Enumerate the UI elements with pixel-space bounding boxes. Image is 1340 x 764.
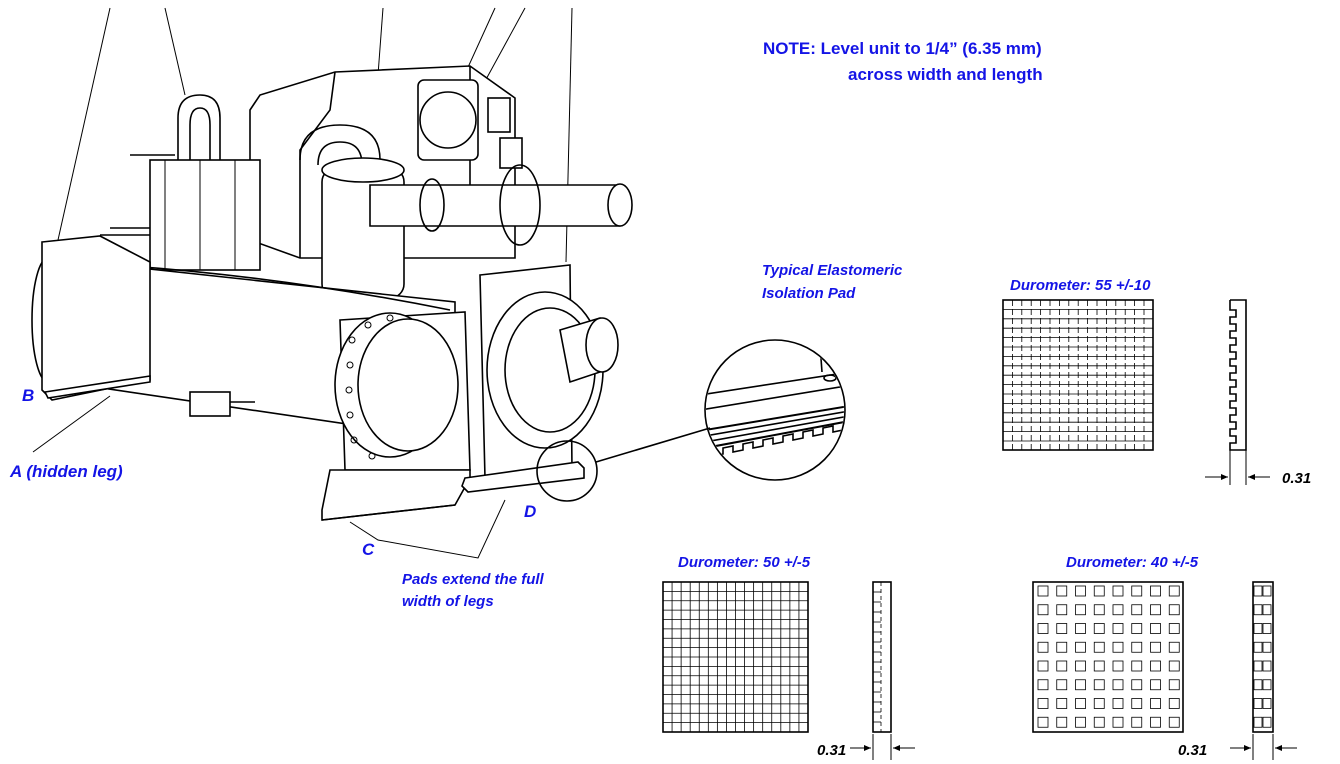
detail-connector xyxy=(595,427,711,463)
note-line-1: NOTE: Level unit to 1/4” (6.35 mm) xyxy=(763,39,1042,58)
pad-40-thickness: 0.31 xyxy=(1178,742,1207,759)
pad-50-thickness: 0.31 xyxy=(817,742,846,759)
pad-40-drawing xyxy=(1032,581,1297,760)
leg-c-label: C xyxy=(362,540,375,559)
leg-b-label: B xyxy=(22,386,34,405)
pad-40-durometer: Durometer: 40 +/-5 xyxy=(1066,554,1199,571)
leg-a-label: A (hidden leg) xyxy=(9,462,123,481)
pad-55-durometer: Durometer: 55 +/-10 xyxy=(1010,277,1151,294)
detail-title-line-2: Isolation Pad xyxy=(762,285,856,302)
pad-55-thickness: 0.31 xyxy=(1282,470,1311,487)
chiller-illustration xyxy=(31,7,633,521)
detail-title-line-1: Typical Elastomeric xyxy=(762,262,903,279)
flange-bolts xyxy=(345,314,394,460)
pad-50-durometer: Durometer: 50 +/-5 xyxy=(678,554,811,571)
leader-pads xyxy=(349,499,506,559)
detail-callout-circle xyxy=(536,440,598,502)
pad-55-drawing xyxy=(1002,299,1270,485)
pads-note-line-1: Pads extend the full xyxy=(402,571,545,588)
pad-50-drawing xyxy=(662,581,915,760)
pad-detail-magnified xyxy=(704,339,846,481)
leader-leg-a xyxy=(32,395,111,453)
note-line-2: across width and length xyxy=(848,65,1043,84)
leg-d-label: D xyxy=(524,502,536,521)
pads-note-line-2: width of legs xyxy=(402,593,494,610)
